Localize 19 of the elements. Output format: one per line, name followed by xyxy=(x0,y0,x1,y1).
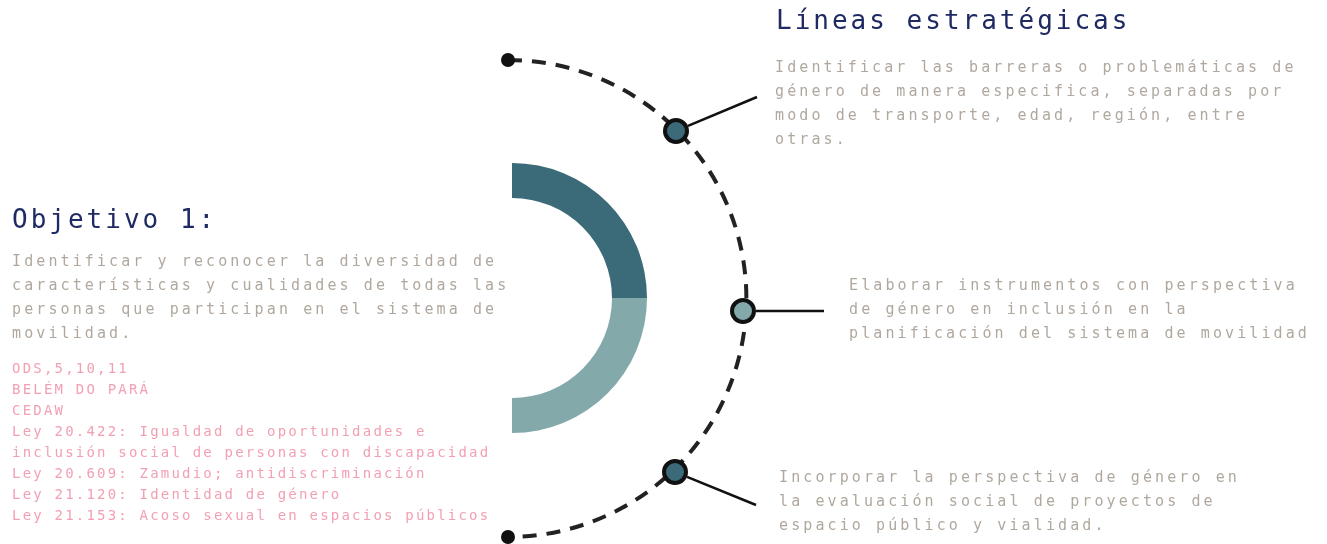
reference-text: BELÉM DO PARÁ xyxy=(12,380,152,399)
strategy-text: Incorporar la perspectiva de género en la evaluación social de proyectos de espacio público y vialidad. xyxy=(756,465,1276,537)
strategy-text: Elaborar instrumentos con perspectiva de género en inclusión en la planificación del sistema de movilidad xyxy=(824,273,1324,345)
objective-text: Identificar y reconocer la diversidad de características y cualidades de todas las personas que participan en el sistema de movilidad. xyxy=(12,251,511,344)
reference-text: Ley 20.422: Igualdad de oportunidades e inclusión social de personas con discapacidad xyxy=(12,422,492,462)
leader-line xyxy=(686,475,757,507)
objective-heading: Objetivo 1: xyxy=(12,203,218,235)
reference-text: Ley 21.153: Acoso sexual en espacios públicos xyxy=(12,506,492,525)
marker-dot xyxy=(662,459,688,485)
strategy-text: Identificar las barreras o problemáticas de género de manera especifica, separadas por modo de transporte, edad, región, entre otras. xyxy=(757,55,1317,151)
reference-text: Ley 20.609: Zamudio; antidiscriminación xyxy=(12,464,428,483)
reference-text: CEDAW xyxy=(12,401,67,420)
section-heading: Líneas estratégicas xyxy=(776,4,1131,36)
marker-dot xyxy=(730,298,756,324)
reference-text: Ley 21.120: Identidad de género xyxy=(12,485,343,504)
leader-line xyxy=(756,309,824,313)
reference-text: ODS,5,10,11 xyxy=(12,359,130,378)
leader-line xyxy=(687,95,758,128)
marker-dot xyxy=(663,118,689,144)
